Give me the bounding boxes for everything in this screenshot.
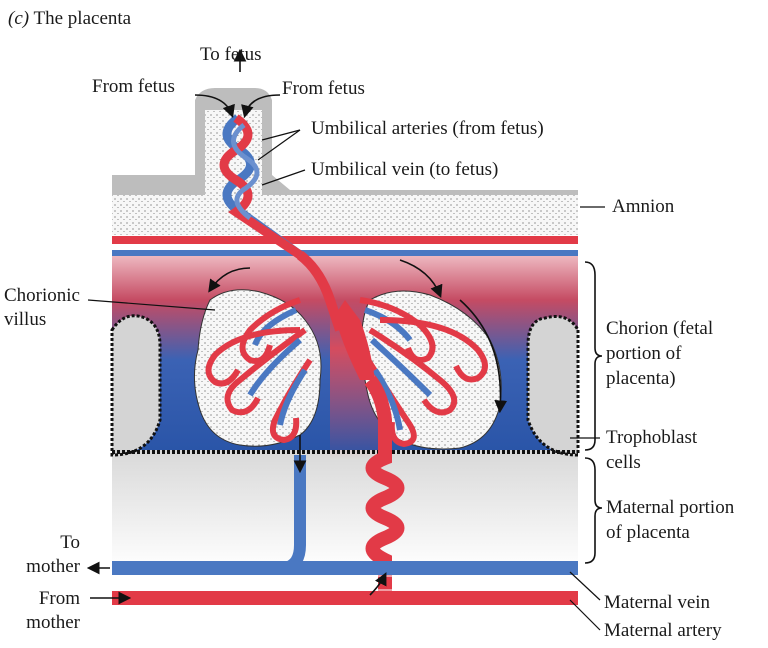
label-to-fetus: To fetus [200, 44, 261, 66]
figure-title: (c) The placenta [8, 8, 131, 30]
vessel-outline [112, 576, 578, 590]
label-chorionic-villus-2: villus [4, 309, 46, 331]
label-trophoblast-2: cells [606, 452, 641, 474]
label-maternal-portion-2: of placenta [606, 522, 690, 544]
figure-title-text: The placenta [34, 8, 132, 29]
maternal-brace [585, 458, 602, 563]
label-maternal-artery: Maternal artery [604, 620, 722, 642]
label-chorionic-villus-1: Chorionic [4, 285, 80, 307]
label-to-mother-2: mother [14, 556, 80, 578]
label-maternal-portion-1: Maternal portion [606, 497, 734, 519]
label-chorion-2: portion of [606, 343, 681, 365]
label-chorion-3: placenta) [606, 368, 676, 390]
stippled-layer [112, 195, 578, 235]
label-amnion: Amnion [612, 196, 674, 218]
label-to-mother-1: To [40, 532, 80, 554]
figure-letter: (c) [8, 8, 29, 29]
chorion-brace [585, 262, 602, 450]
left-septum [112, 316, 160, 455]
label-from-fetus-left: From fetus [92, 76, 175, 98]
label-from-mother-2: mother [14, 612, 80, 634]
label-from-mother-1: From [20, 588, 80, 610]
label-chorion-1: Chorion (fetal [606, 318, 713, 340]
label-umbilical-vein: Umbilical vein (to fetus) [311, 159, 498, 181]
label-from-fetus-right: From fetus [282, 78, 365, 100]
label-trophoblast-1: Trophoblast [606, 427, 697, 449]
label-maternal-vein: Maternal vein [604, 592, 710, 614]
label-umbilical-arteries: Umbilical arteries (from fetus) [311, 118, 544, 140]
right-septum [528, 317, 578, 456]
